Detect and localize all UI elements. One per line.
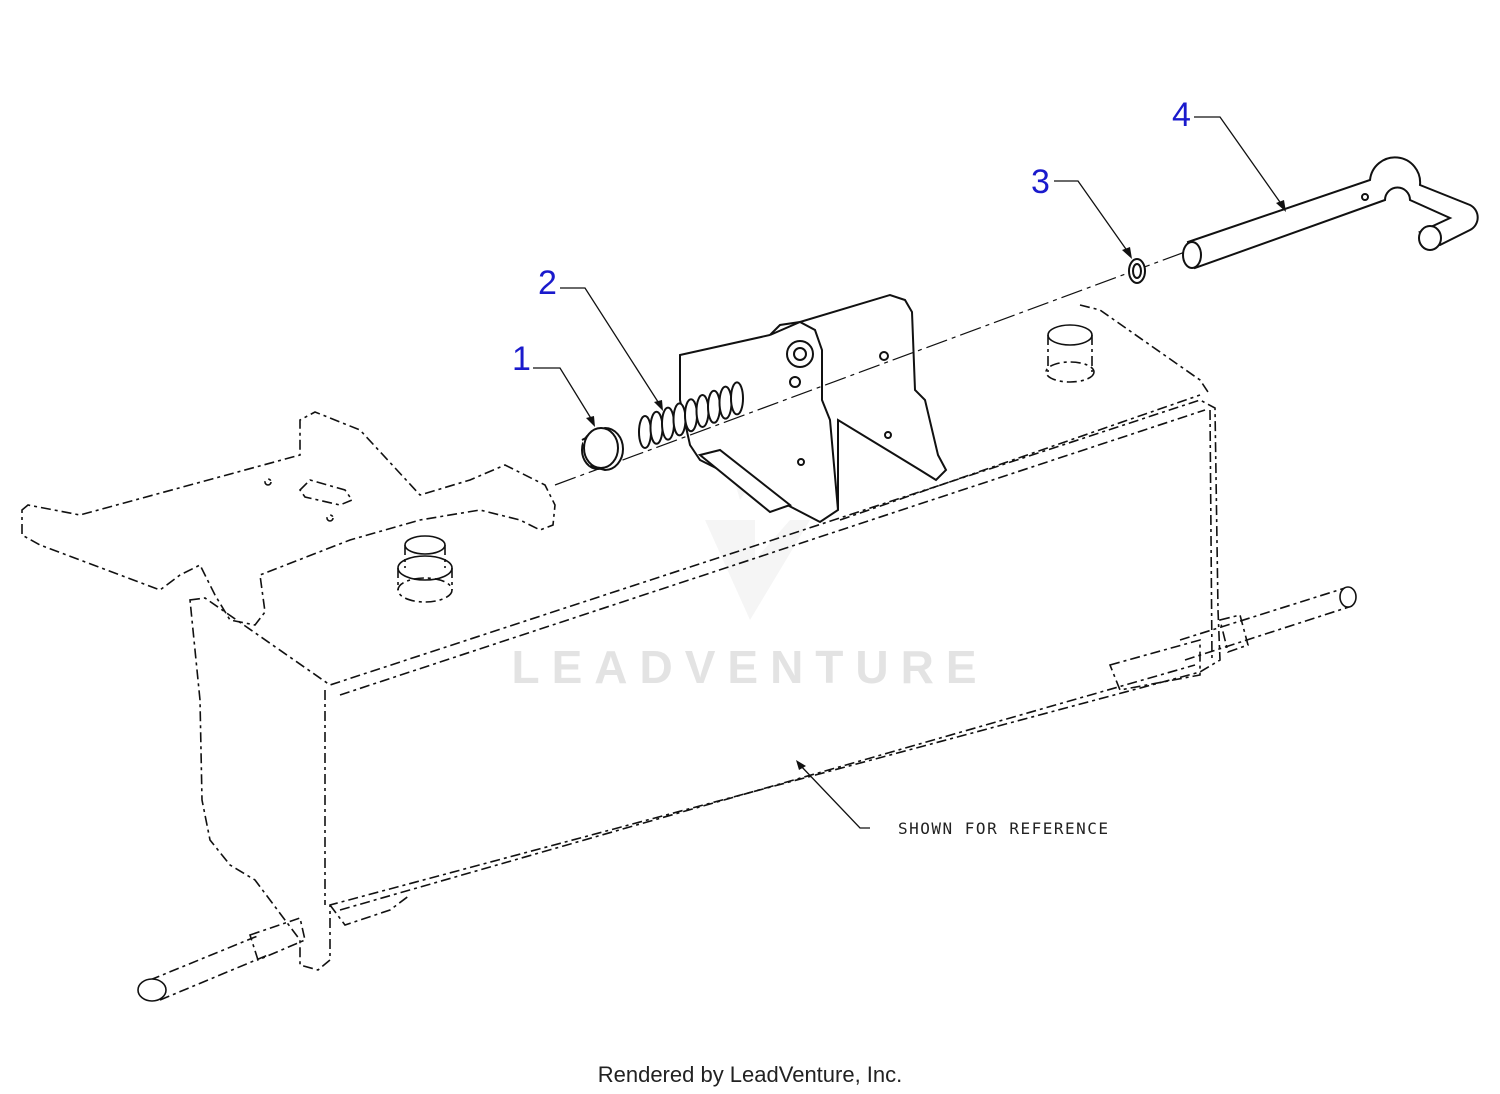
reference-grommet xyxy=(397,535,453,603)
spring-coil xyxy=(649,410,664,445)
callout-1[interactable]: 1 xyxy=(512,340,531,378)
part-2-spring xyxy=(638,381,744,449)
reference-assembly xyxy=(21,304,1357,1002)
reference-right-axle xyxy=(1108,586,1357,691)
spring-coil xyxy=(718,385,733,420)
spring-coil xyxy=(638,415,652,449)
callout-4[interactable]: 4 xyxy=(1172,96,1191,134)
callout-2[interactable]: 2 xyxy=(538,264,557,302)
spring-coil xyxy=(695,394,710,428)
assembly-centerline xyxy=(554,251,1186,486)
spring-coil xyxy=(684,398,698,433)
leader-lines xyxy=(533,116,1286,829)
watermark-text: LEADVENTURE xyxy=(511,641,988,693)
part-1-plug xyxy=(581,426,624,472)
reference-left-axle xyxy=(137,916,306,1002)
spring-coil xyxy=(672,402,687,437)
spring-coil xyxy=(661,406,675,441)
hinge-bracket xyxy=(679,293,948,524)
spring-coil xyxy=(730,381,744,416)
part-3-washer xyxy=(1128,258,1146,284)
part-4-hitch-pin xyxy=(1182,156,1479,270)
callout-3[interactable]: 3 xyxy=(1031,163,1050,201)
spring-coil xyxy=(707,389,721,424)
reference-note: SHOWN FOR REFERENCE xyxy=(898,819,1110,838)
reference-cap xyxy=(1045,324,1095,383)
footer-credit: Rendered by LeadVenture, Inc. xyxy=(597,1062,903,1087)
